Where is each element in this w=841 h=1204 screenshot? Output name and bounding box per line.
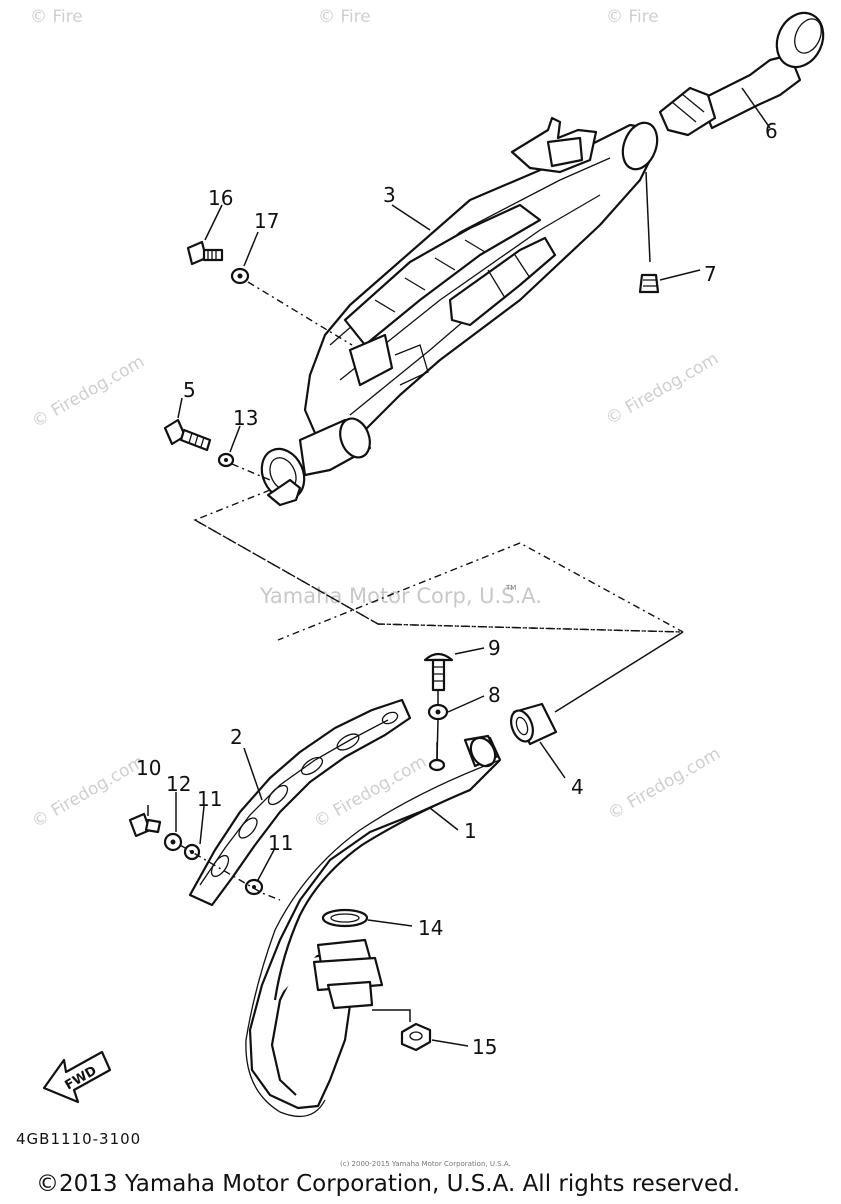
callout-16: 16 (208, 186, 233, 210)
callout-11-upper: 11 (197, 787, 222, 811)
exhaust-pipe (245, 734, 502, 1118)
silencer (260, 116, 659, 507)
connection-guide (193, 489, 684, 641)
leader-lines (177, 204, 701, 831)
callout-7: 7 (704, 262, 717, 286)
diagram-code: 4GB1110-3100 (16, 1130, 141, 1148)
tail-pipe (658, 11, 825, 137)
callout-13: 13 (233, 406, 258, 430)
callout-15: 15 (472, 1035, 497, 1059)
watermark-top-center: © Fire (318, 7, 371, 27)
fwd-arrow: FWD (42, 1050, 112, 1104)
fine-print: (c) 2000-2015 Yamaha Motor Corporation, … (340, 1160, 511, 1168)
heat-guard (188, 698, 412, 907)
callout-5: 5 (183, 378, 196, 402)
callout-6: 6 (765, 119, 778, 143)
callout-17: 17 (254, 209, 279, 233)
callout-3: 3 (383, 183, 396, 207)
watermark-left-upper: © Firedog.com (29, 352, 148, 433)
callout-9: 9 (488, 636, 501, 660)
callout-4: 4 (571, 775, 584, 799)
watermark-right-upper: © Firedog.com (603, 349, 722, 430)
copyright: ©2013 Yamaha Motor Corporation, U.S.A. A… (36, 1171, 740, 1197)
fasteners-lower (128, 652, 566, 901)
watermark-right-lower: © Firedog.com (605, 744, 724, 825)
callout-10: 10 (136, 756, 161, 780)
callout-11-lower: 11 (268, 831, 293, 855)
callout-2: 2 (230, 725, 243, 749)
watermark-top-right: © Fire (606, 7, 659, 27)
callout-8: 8 (488, 683, 501, 707)
callout-numbers: 1 2 3 4 5 6 7 8 9 10 11 11 12 13 14 15 1… (136, 119, 778, 1059)
callout-12: 12 (166, 772, 191, 796)
watermark-center: Yamaha Motor Corp, U.S.A. (259, 584, 542, 608)
callout-14: 14 (418, 916, 443, 940)
watermark-top-left: © Fire (30, 7, 83, 27)
fasteners-upper (163, 171, 660, 481)
watermark-trademark: TM (505, 584, 516, 592)
callout-1: 1 (464, 819, 477, 843)
